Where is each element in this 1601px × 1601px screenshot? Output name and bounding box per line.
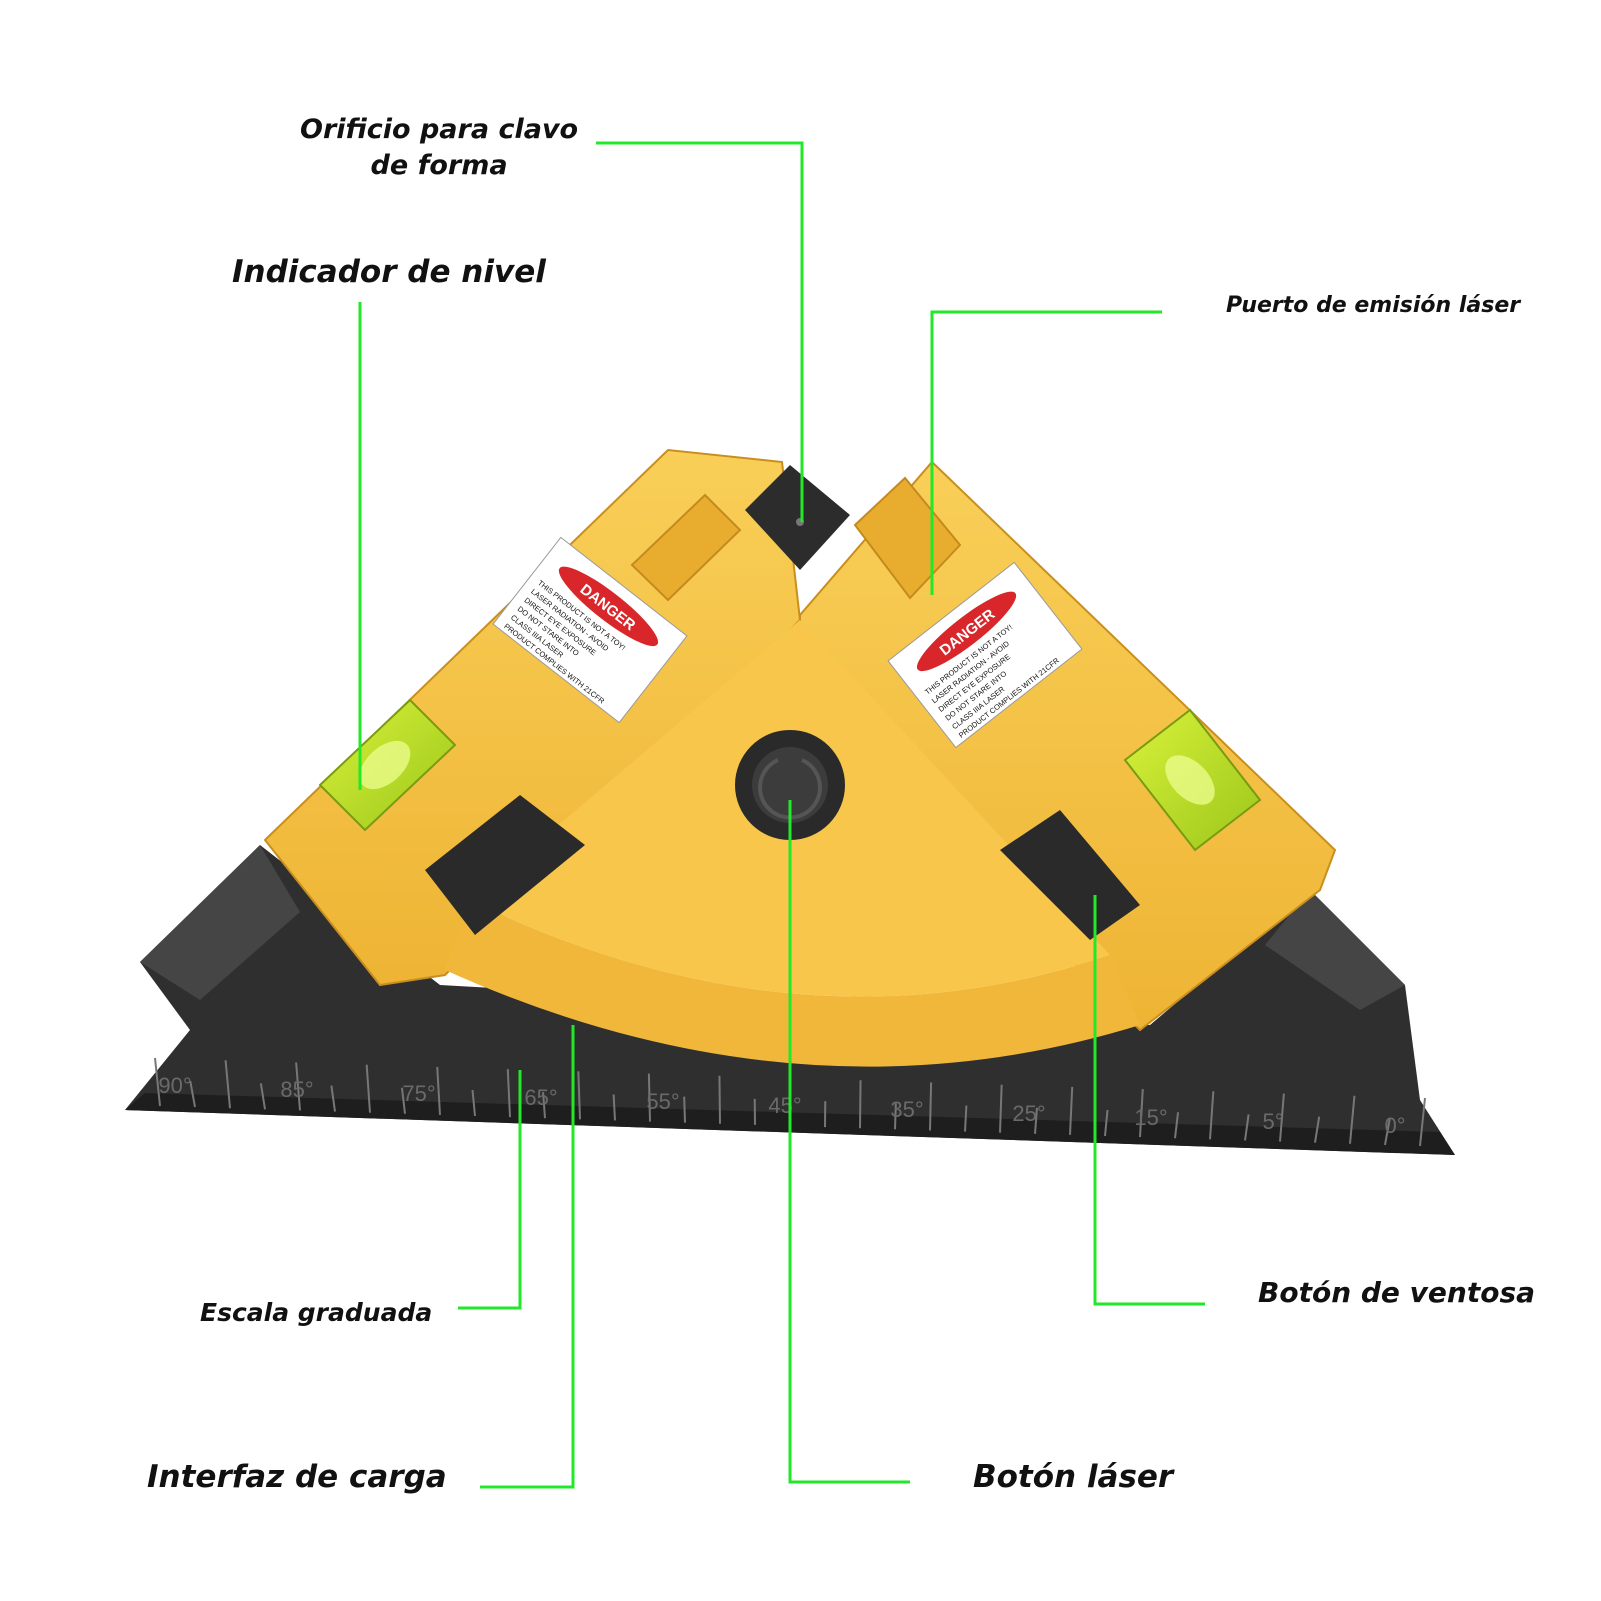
scale-tick <box>154 1057 161 1107</box>
scale-label: 55° <box>646 1089 679 1114</box>
scale-tick <box>1384 1118 1391 1146</box>
callout-ventosa <box>1093 895 1205 1306</box>
scale-tick <box>1349 1095 1356 1144</box>
scale-tick <box>1069 1086 1074 1135</box>
callout-boton-laser <box>788 800 910 1484</box>
scale-tick <box>259 1083 266 1110</box>
scale-tick <box>612 1094 616 1121</box>
scale-tick <box>999 1084 1003 1133</box>
label-orificio: Orificio para clavo de forma <box>300 112 578 184</box>
scale-tick <box>718 1075 721 1124</box>
scale-labels: 90° 85° 75° 65° 55° 45° 35° 25° 15° 5° 0° <box>158 1073 1405 1138</box>
scale-tick <box>964 1105 968 1132</box>
scale-tick <box>1244 1114 1250 1141</box>
scale-label: 25° <box>1012 1101 1045 1126</box>
label-orificio-line1: Orificio para clavo <box>300 114 579 145</box>
scale-tick <box>1279 1093 1285 1142</box>
callout-puerto <box>930 310 1162 595</box>
scale-tick <box>647 1073 651 1122</box>
scale-tick <box>330 1085 336 1112</box>
laser-level-body <box>263 448 1337 1067</box>
callout-orificio <box>596 141 804 522</box>
label-indicador-nivel: Indicador de nivel <box>232 254 546 290</box>
scale-tick <box>929 1082 933 1131</box>
scale-tick <box>1209 1091 1215 1140</box>
bubble-level-left <box>318 698 457 832</box>
scale-ticks <box>154 1057 1426 1147</box>
scale-tick <box>436 1066 441 1115</box>
callout-lines <box>358 141 1205 1489</box>
scale-tick <box>471 1089 476 1117</box>
scale-tick <box>1034 1107 1038 1134</box>
scale-label: 85° <box>280 1077 313 1102</box>
label-interfaz-carga: Interfaz de carga <box>147 1459 447 1495</box>
label-boton-laser: Botón láser <box>973 1459 1174 1495</box>
scale-tick <box>295 1062 301 1111</box>
scale-label: 0° <box>1384 1113 1405 1138</box>
scale-label: 5° <box>1262 1109 1283 1134</box>
scale-label: 75° <box>402 1081 435 1106</box>
callout-escala <box>458 1070 522 1310</box>
label-puerto-emision: Puerto de emisión láser <box>1226 293 1521 318</box>
label-orificio-line2: de forma <box>370 150 508 181</box>
scale-label: 35° <box>890 1097 923 1122</box>
bubble-level-right <box>1123 708 1262 852</box>
scale-tick <box>400 1087 406 1114</box>
scale-tick <box>506 1069 511 1118</box>
callout-interfaz <box>480 1025 575 1489</box>
scale-tick <box>859 1080 862 1129</box>
scale-tick <box>1139 1089 1144 1138</box>
scale-tick <box>365 1064 371 1113</box>
scale-tick <box>189 1080 196 1108</box>
scale-tick <box>577 1071 581 1120</box>
scale-tick <box>1419 1097 1426 1147</box>
scale-label: 45° <box>768 1093 801 1118</box>
label-escala-graduada: Escala graduada <box>200 1298 433 1327</box>
scale-tick <box>894 1103 897 1130</box>
scale-tick <box>1174 1112 1180 1139</box>
scale-tick <box>542 1092 546 1119</box>
scale-label: 65° <box>524 1085 557 1110</box>
scale-label: 15° <box>1134 1105 1167 1130</box>
label-boton-ventosa: Botón de ventosa <box>1258 1276 1536 1309</box>
danger-sticker-left: DANGER THIS PRODUCT IS NOT A TOY! LASER … <box>492 536 688 724</box>
scale-tick <box>683 1096 686 1123</box>
scale-tick <box>1314 1116 1321 1143</box>
scale-tick <box>224 1060 231 1109</box>
scale-label: 90° <box>158 1073 191 1098</box>
scale-tick <box>1104 1109 1109 1137</box>
